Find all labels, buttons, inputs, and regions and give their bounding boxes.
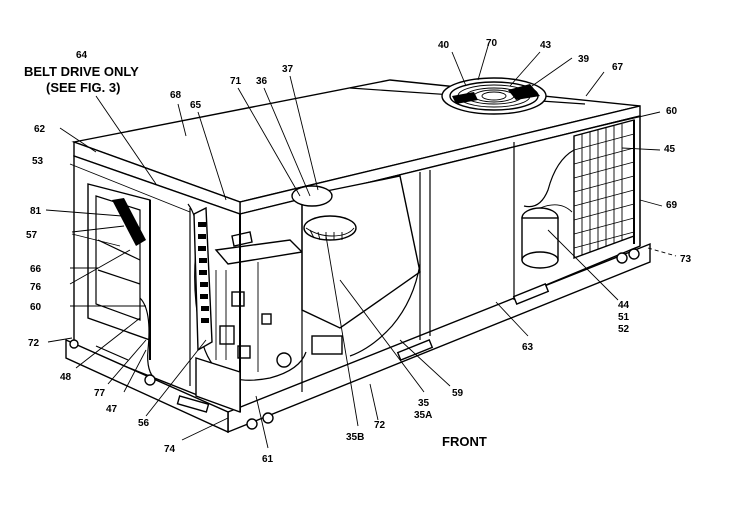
lift-hole	[246, 418, 258, 430]
blower-wheel	[291, 185, 333, 207]
lift-hole	[262, 412, 274, 424]
callout-72-left: 72	[28, 338, 40, 349]
leader-lines	[45, 45, 677, 449]
front-label: FRONT	[442, 434, 487, 449]
callout-labels: 64 BELT DRIVE ONLY (SEE FIG. 3) 68 65 71…	[24, 38, 692, 465]
compressor-cutaway	[523, 149, 575, 208]
callout-40: 40	[438, 40, 450, 51]
callout-52: 52	[618, 324, 630, 335]
base-corner-panel	[195, 357, 241, 413]
callout-35: 35	[418, 398, 430, 409]
fan-blade-2	[452, 92, 478, 104]
callout-47: 47	[106, 404, 118, 415]
belt-drive-note-line2: (SEE FIG. 3)	[46, 80, 120, 95]
drain-pan	[311, 335, 343, 355]
lift-hole	[69, 339, 79, 349]
callout-62: 62	[34, 124, 46, 135]
contactor	[231, 291, 245, 307]
callout-57: 57	[26, 230, 38, 241]
access-handle	[396, 339, 434, 361]
callout-60-top: 60	[666, 106, 678, 117]
callout-70: 70	[486, 38, 498, 49]
blower-section	[87, 183, 191, 386]
heater-panel	[193, 206, 213, 352]
callout-36: 36	[256, 76, 268, 87]
callout-72-front: 72	[374, 420, 386, 431]
callout-61: 61	[262, 454, 274, 465]
callout-43: 43	[540, 40, 552, 51]
coil-grid	[573, 124, 635, 255]
callout-71: 71	[230, 76, 242, 87]
evaporator-section	[291, 142, 550, 392]
callout-35b: 35B	[346, 432, 364, 443]
fork-slot-left	[176, 395, 210, 413]
callout-51: 51	[618, 312, 630, 323]
callout-56: 56	[138, 418, 150, 429]
transformer	[219, 325, 235, 345]
blower-housing	[303, 215, 357, 241]
callout-81: 81	[30, 206, 42, 217]
callout-77: 77	[94, 388, 106, 399]
condenser-fan	[441, 77, 547, 115]
callout-64: 64	[76, 50, 88, 61]
blower-bracket	[112, 198, 146, 246]
access-handle-2	[512, 283, 550, 305]
condenser-section	[521, 116, 641, 269]
callout-44: 44	[618, 300, 630, 311]
condenser-coil	[573, 119, 635, 260]
callout-53: 53	[32, 156, 44, 167]
lift-hole	[628, 248, 640, 260]
callout-74: 74	[164, 444, 176, 455]
callout-59: 59	[452, 388, 464, 399]
control-section	[187, 203, 307, 412]
callout-35a: 35A	[414, 410, 432, 421]
callout-68: 68	[170, 90, 182, 101]
relay	[261, 313, 272, 325]
callout-69: 69	[666, 200, 678, 211]
base-details	[69, 248, 640, 430]
capacitor-round	[276, 352, 292, 368]
callout-63: 63	[522, 342, 534, 353]
lift-hole	[616, 252, 628, 264]
callout-76: 76	[30, 282, 42, 293]
callout-37: 37	[282, 64, 294, 75]
heater-slots	[198, 222, 209, 323]
callout-39: 39	[578, 54, 590, 65]
belt-drive-note-line1: BELT DRIVE ONLY	[24, 64, 139, 79]
callout-65: 65	[190, 100, 202, 111]
callout-66: 66	[30, 264, 42, 275]
callout-73: 73	[680, 254, 692, 265]
fan-blade	[508, 84, 540, 100]
callout-60-left: 60	[30, 302, 42, 313]
lift-hole	[144, 374, 156, 386]
evap-cutaway	[349, 263, 421, 357]
callout-48: 48	[60, 372, 72, 383]
callout-67: 67	[612, 62, 624, 73]
filter-rack	[139, 297, 157, 381]
callout-45: 45	[664, 144, 676, 155]
